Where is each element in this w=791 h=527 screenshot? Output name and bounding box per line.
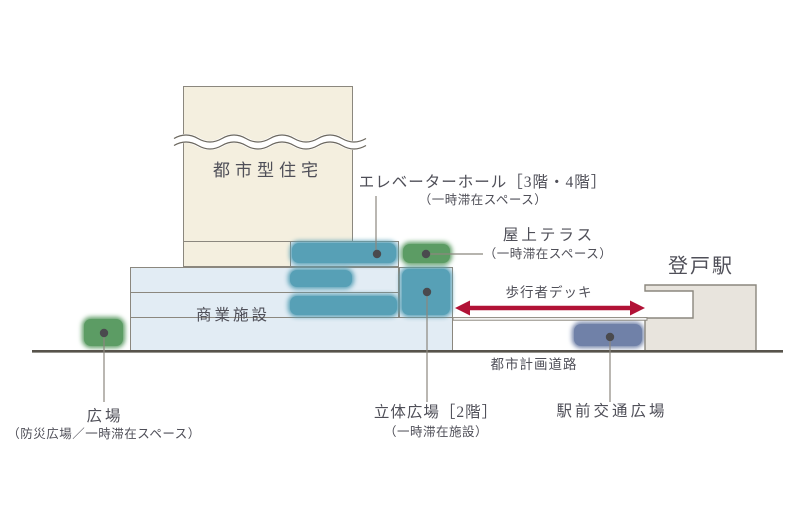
pedestrian-deck-label: 歩行者デッキ [505, 285, 593, 301]
commercial-label: 商業施設 [195, 307, 271, 325]
residential-base-block [183, 241, 291, 267]
roof-terrace-label: 屋上テラス [502, 227, 596, 245]
station-label: 登戸駅 [668, 255, 734, 278]
station-square-label: 駅前交通広場 [556, 403, 668, 421]
plaza-zone [84, 319, 123, 346]
commercial-ground-floor [130, 317, 453, 352]
multilevel-plaza-2f-zone [290, 296, 397, 315]
roof-terrace-zone [403, 244, 450, 263]
plaza-sublabel: （防災広場／一時滞在スペース） [7, 426, 201, 441]
pedestrian-deck-arrow [455, 300, 645, 316]
elevator-hall-sublabel: （一時滞在スペース） [418, 192, 548, 207]
residential-building-block [183, 86, 353, 242]
elevator-hall-label: エレベーターホール［3階・4階］ [358, 174, 608, 192]
station-square-zone [574, 324, 642, 346]
plaza-label: 広場 [86, 408, 124, 426]
planned-road-label: 都市計画道路 [490, 357, 578, 373]
multilevel-plaza-sublabel: （一時滞在施設） [383, 424, 489, 439]
multilevel-plaza-label: 立体広場［2階］ [373, 404, 499, 422]
residential-label: 都市型住宅 [213, 161, 323, 181]
deck-slab [452, 317, 648, 321]
roof-terrace-sublabel: （一時滞在スペース） [483, 246, 613, 261]
elevator-hall-zone [292, 243, 396, 263]
multilevel-plaza-zone [402, 269, 450, 315]
elevator-hall-3f-zone [290, 270, 352, 287]
commercial-3f-strip [130, 267, 399, 293]
station-building [644, 284, 757, 352]
